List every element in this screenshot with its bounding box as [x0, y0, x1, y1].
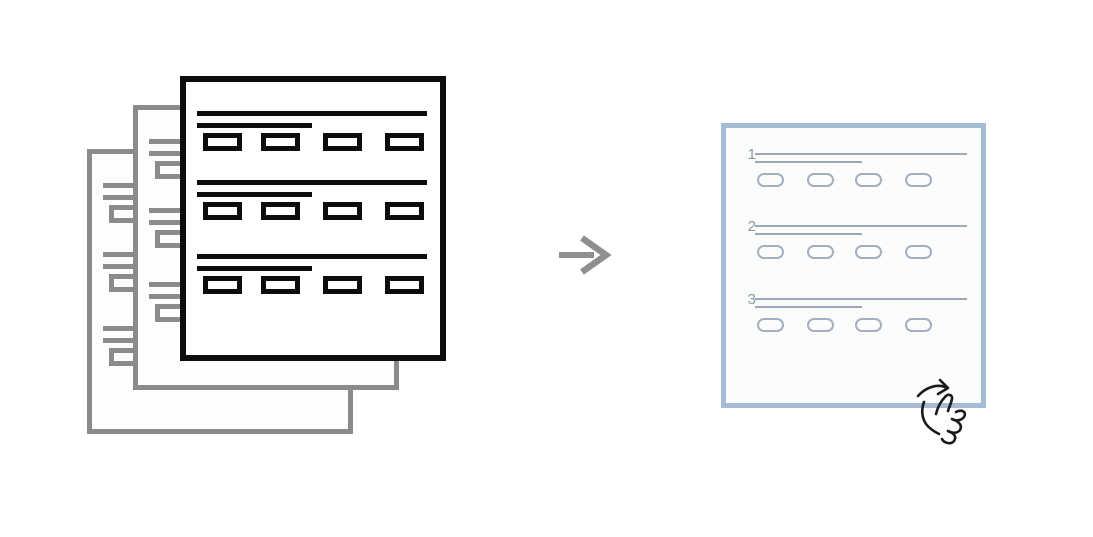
numbered-question-block: 3 [726, 292, 981, 337]
answer-option-box [261, 202, 300, 220]
answer-option-pill [807, 245, 834, 259]
question-block [197, 254, 437, 295]
answer-option-pill [757, 245, 784, 259]
answer-option-pill [905, 245, 932, 259]
question-title-line [755, 153, 967, 155]
question-subtitle-line [197, 266, 312, 271]
question-title-line [755, 298, 967, 300]
question-block [197, 111, 437, 152]
answer-option-box [323, 133, 362, 151]
answer-option-box [261, 133, 300, 151]
answer-option-pill [905, 318, 932, 332]
numbered-question-block: 1 [726, 147, 981, 192]
answer-option-pill [807, 318, 834, 332]
question-subtitle-line [197, 192, 312, 197]
answer-option-pill [757, 173, 784, 187]
page-front [180, 76, 446, 361]
question-number: 3 [747, 291, 756, 308]
question-number: 1 [747, 146, 756, 163]
single-page-panel: 1 2 3 [721, 123, 986, 408]
right-arrow-icon [556, 234, 612, 276]
answer-option-box [385, 202, 424, 220]
question-subtitle-line [755, 306, 862, 308]
answer-option-pill [807, 173, 834, 187]
swipe-tap-hand-icon [912, 372, 980, 446]
answer-option-pill [905, 173, 932, 187]
answer-option-pill [757, 318, 784, 332]
answer-option-pill [855, 173, 882, 187]
question-title-line [197, 180, 427, 185]
answer-option-pill [855, 318, 882, 332]
answer-option-box [203, 202, 242, 220]
answer-option-box [323, 276, 362, 294]
answer-option-pill [855, 245, 882, 259]
answer-option-box [385, 133, 424, 151]
question-title-line [197, 254, 427, 259]
question-title-line [755, 225, 967, 227]
numbered-question-block: 2 [726, 219, 981, 264]
question-subtitle-line [755, 233, 862, 235]
question-number: 2 [747, 218, 756, 235]
question-block [197, 180, 437, 221]
answer-option-box [261, 276, 300, 294]
answer-option-box [323, 202, 362, 220]
answer-option-box [203, 133, 242, 151]
answer-option-box [385, 276, 424, 294]
question-subtitle-line [197, 123, 312, 128]
question-title-line [197, 111, 427, 116]
answer-option-box [203, 276, 242, 294]
question-subtitle-line [755, 161, 862, 163]
